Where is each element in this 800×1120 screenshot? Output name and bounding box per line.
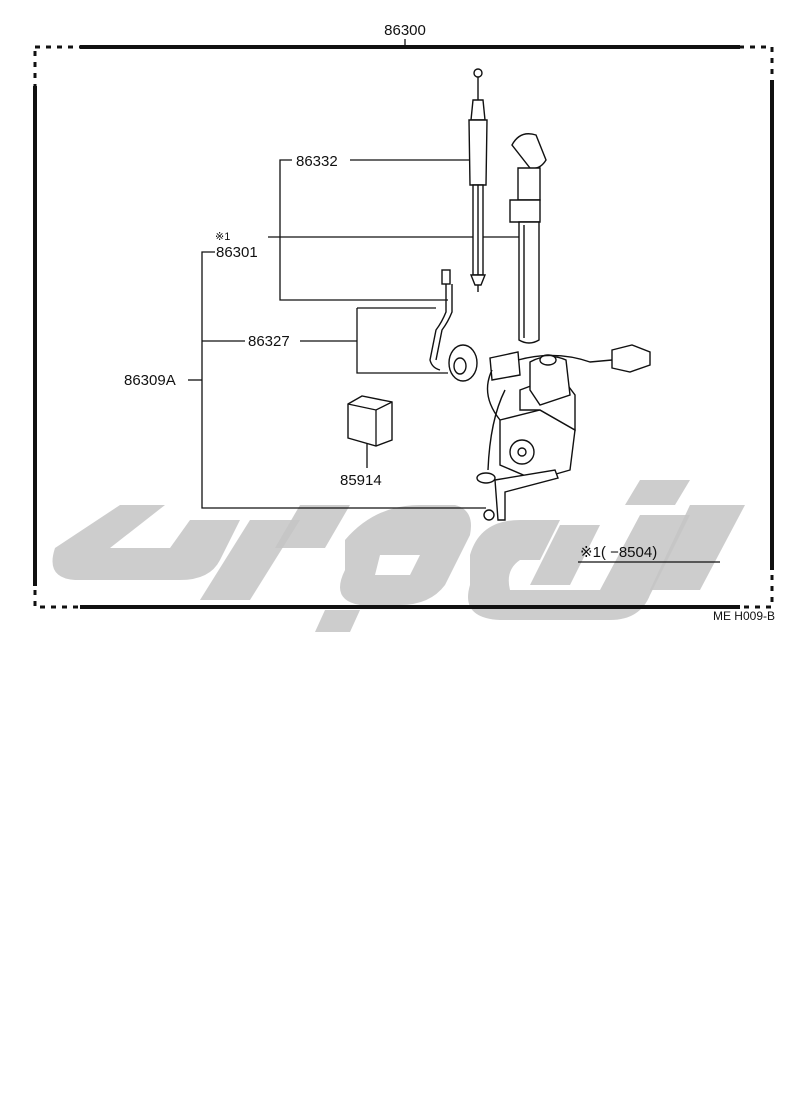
label-note-mark: ※1 bbox=[215, 231, 230, 243]
label-rod: 86332 bbox=[296, 153, 338, 170]
motor-assy-drawing bbox=[476, 344, 651, 521]
cable-drawing bbox=[429, 269, 478, 382]
applicability-note: ※1( −8504) bbox=[580, 544, 657, 561]
reference-code: ME H009-B bbox=[713, 609, 775, 623]
label-mast-assy: 86301 bbox=[216, 244, 258, 261]
assembly-frame bbox=[33, 45, 774, 609]
antenna-rod-drawing bbox=[468, 68, 488, 292]
label-assembly: 86300 bbox=[384, 22, 426, 39]
mast-tube-drawing bbox=[509, 133, 547, 344]
relay-drawing bbox=[347, 395, 393, 447]
leader-lines bbox=[188, 159, 520, 509]
label-motor-assy: 86309A bbox=[124, 372, 176, 389]
label-relay: 85914 bbox=[340, 472, 382, 489]
label-cable: 86327 bbox=[248, 333, 290, 350]
watermark-logo bbox=[52, 480, 745, 632]
